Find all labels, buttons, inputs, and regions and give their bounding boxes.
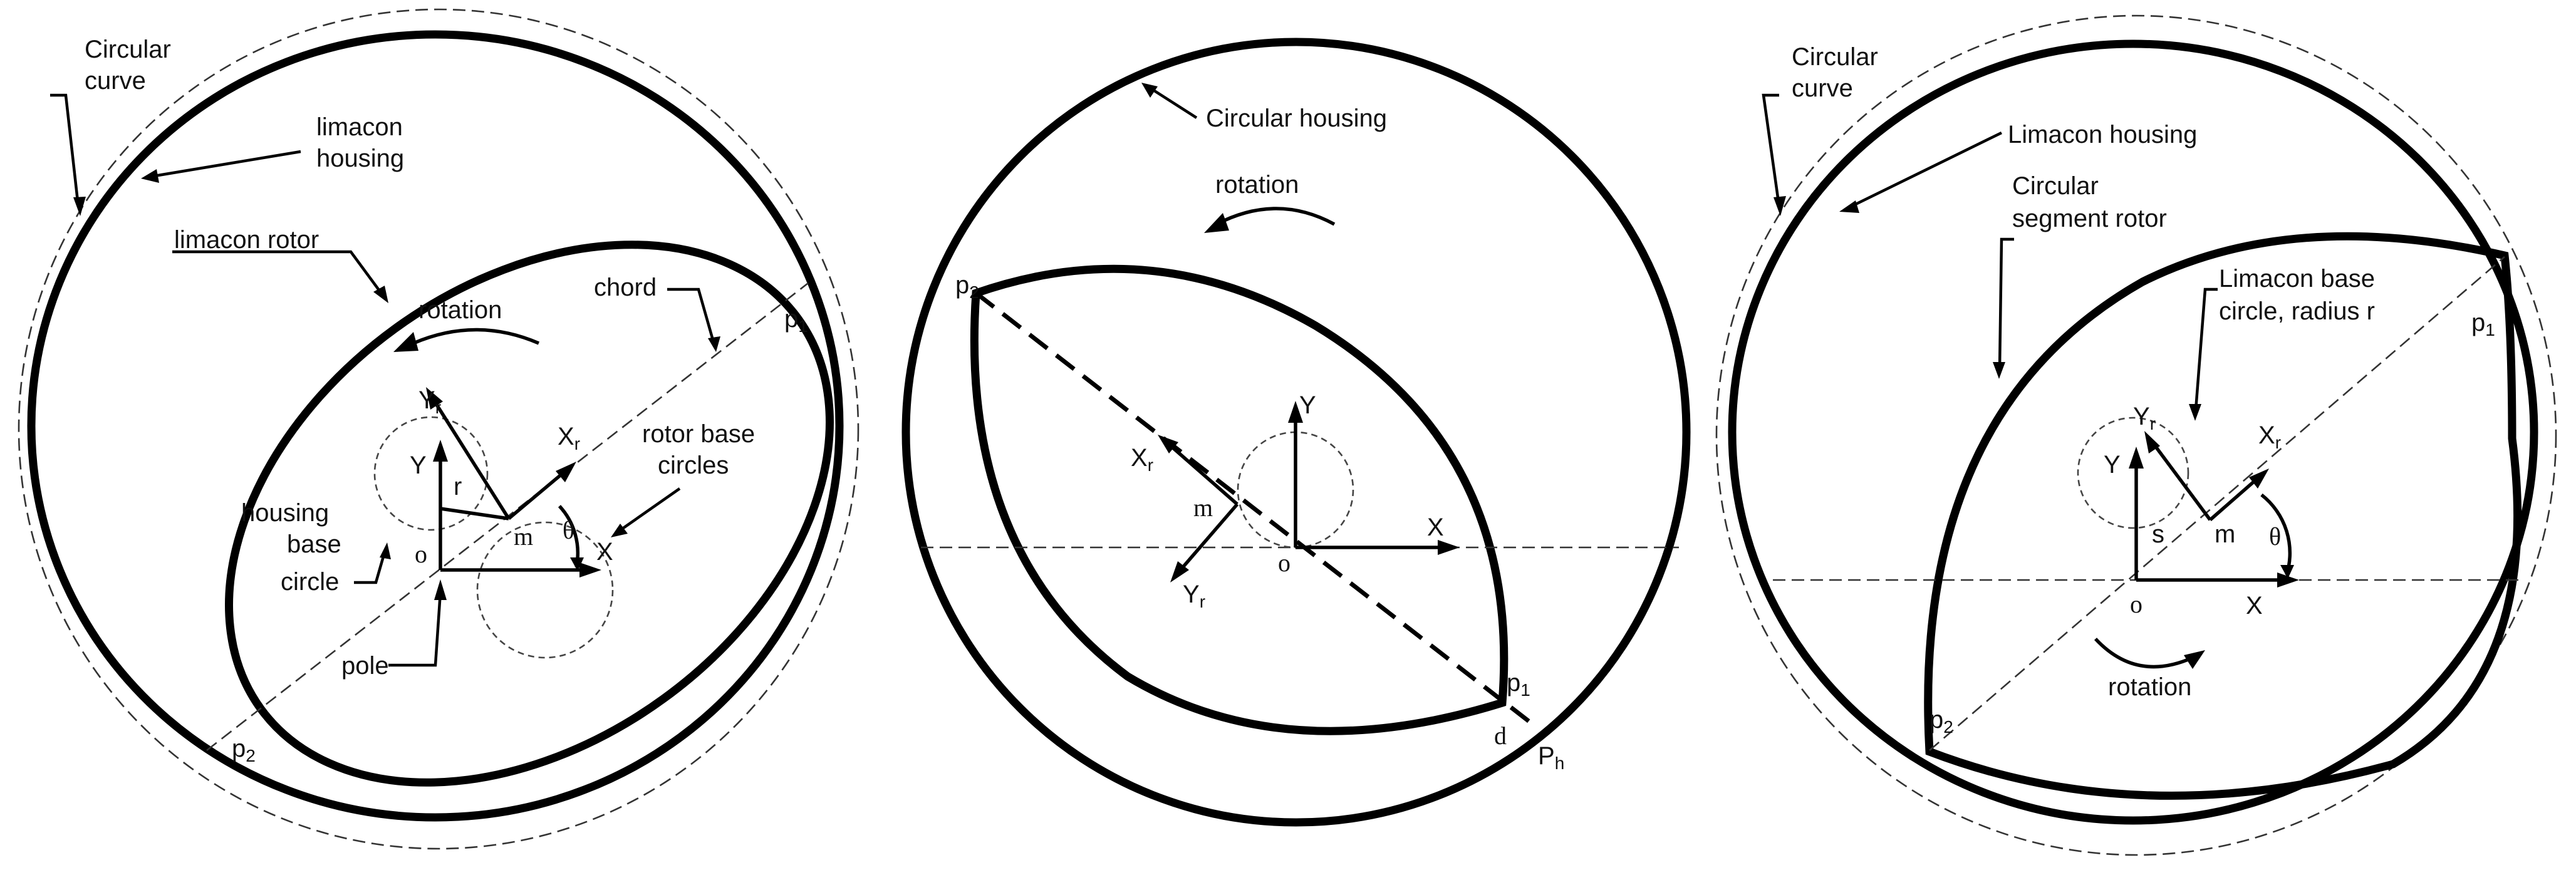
o-label: o (415, 540, 427, 568)
xr-label: Xr (558, 423, 580, 453)
panel-limacon-housing-limacon-rotor: Circular curve limacon housing limacon r… (18, 8, 860, 850)
p2-label: p2 (955, 271, 979, 302)
limacon-housing (1728, 39, 2538, 825)
d-label: d (1494, 722, 1507, 750)
x-axis-label: X (596, 538, 613, 566)
x-axis-label: X (2246, 592, 2263, 619)
rotor-base-circle (476, 521, 614, 659)
o-label: o (2130, 590, 2142, 618)
yr-axis (2150, 440, 2212, 521)
limacon-base-circle-label-line2: circle, radius r (2219, 298, 2375, 325)
yr-axis (1176, 503, 1239, 574)
limacon-housing-label: Limacon housing (2008, 121, 2197, 148)
yr-axis (430, 396, 511, 520)
rotation-arrow (2094, 638, 2194, 669)
circular-curve (18, 8, 860, 850)
theta-label: θ (563, 516, 574, 544)
x-axis-label: X (1427, 514, 1444, 541)
circular-curve (1715, 14, 2557, 856)
p1-label: p1 (1507, 669, 1530, 700)
rotation-arrow (1215, 207, 1336, 226)
o-label: o (1278, 549, 1291, 577)
rotor-chord-line (1929, 256, 2505, 751)
p2-label: p2 (1929, 706, 1953, 737)
m-label: m (514, 522, 533, 551)
circular-housing-label: Circular housing (1206, 105, 1387, 132)
rotor-base-circles-label-line1: rotor base (642, 420, 755, 448)
circular-segment-rotor-label-line1: Circular (2012, 172, 2099, 200)
circular-housing (901, 38, 1691, 827)
m-label: m (1193, 494, 1213, 522)
xr-label: Xr (1131, 444, 1153, 475)
circular-segment-rotor-label-line2: segment rotor (2012, 205, 2167, 232)
ph-label: Ph (1538, 742, 1564, 773)
rotation-label: rotation (2108, 673, 2191, 701)
limacon-rotor-label: limacon rotor (174, 226, 319, 254)
yr-label: Yr (2133, 403, 2156, 433)
s-label: s (2152, 520, 2164, 548)
chord-label: chord (594, 274, 657, 301)
circular-segment-rotor (1924, 232, 2522, 800)
panel-limacon-housing-circular-segment-rotor: Circular curve Limacon housing Circular … (1715, 14, 2557, 856)
rotor-segment (970, 264, 1509, 735)
circular-curve-label-line2: curve (85, 67, 146, 95)
y-axis-label: Y (2104, 451, 2121, 479)
theta-arc (2260, 493, 2292, 576)
circular-curve-label-line1: Circular (85, 36, 171, 63)
y-axis-label: Y (1299, 391, 1316, 419)
circular-curve-label-line1: Circular (1792, 43, 1878, 71)
rotation-label: rotation (1215, 171, 1299, 199)
housing-base-circle-label-line1: housing (241, 499, 329, 527)
rotor-chord-line (974, 291, 1534, 725)
r-label: r (454, 473, 462, 500)
theta-label: θ (2269, 522, 2281, 551)
xr-label: Xr (2258, 422, 2281, 452)
limacon-housing-label-line2: housing (316, 145, 404, 172)
limacon-housing-label-line1: limacon (316, 113, 403, 141)
p1-label: p1 (784, 305, 808, 336)
m-label: m (2215, 520, 2235, 548)
rotation-arrow (412, 328, 540, 345)
p1-label: p1 (2471, 309, 2495, 339)
y-axis-label: Y (410, 452, 427, 479)
limacon-base-circle-label-line1: Limacon base (2219, 265, 2375, 293)
rotor-base-circles-label-line2: circles (658, 452, 729, 479)
limacon-housing (27, 30, 844, 822)
xr-axis (2209, 474, 2262, 522)
housing-base-circle-label-line2: base (287, 531, 341, 558)
r-line (440, 507, 509, 520)
p2-label: p2 (232, 735, 256, 765)
limacon-base-circle (2077, 417, 2189, 529)
housing-base-circle (373, 416, 489, 531)
yr-label: Yr (418, 386, 441, 417)
rotation-label: rotation (418, 296, 502, 324)
xr-axis (507, 468, 568, 520)
panel-circular-housing: Circular housing rotation p2 p1 Xr Yr Y … (901, 38, 1691, 827)
xr-axis (1165, 440, 1239, 506)
yr-label: Yr (1183, 581, 1205, 611)
housing-base-circle-label-line3: circle (281, 568, 339, 596)
circular-curve-label-line2: curve (1792, 75, 1853, 102)
pole-label: pole (341, 652, 389, 680)
